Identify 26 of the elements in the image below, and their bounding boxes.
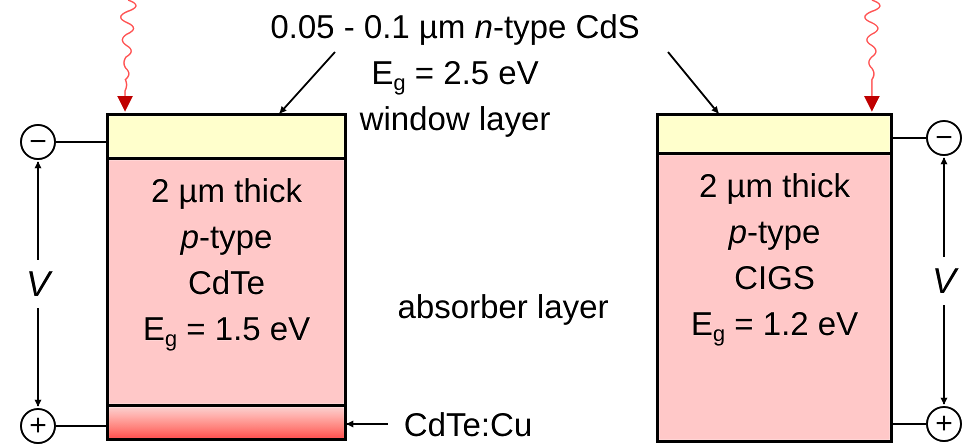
layer-text: p-type	[180, 217, 272, 257]
annotation-text: 0.05 - 0.1 µm n-type CdS	[270, 7, 640, 47]
wire	[56, 141, 106, 143]
region-label: absorber layer	[396, 287, 610, 327]
light-arrow	[117, 0, 137, 112]
absorber-layer	[106, 160, 347, 407]
arrow	[279, 51, 336, 114]
layer-text: 2 µm thick	[150, 171, 302, 211]
layer-text: 2 µm thick	[698, 166, 850, 206]
light-arrow	[864, 0, 881, 112]
callout-text: CdTe:Cu	[404, 405, 532, 445]
wire	[893, 137, 926, 139]
contact-layer	[106, 407, 347, 441]
window-layer	[106, 113, 347, 160]
arrow	[346, 420, 388, 428]
layer-text: CIGS	[734, 258, 815, 298]
wire	[56, 425, 106, 428]
layer-text: E$_{g}$ = 1.2 eV	[690, 304, 858, 347]
window-layer	[656, 113, 893, 155]
absorber-layer	[656, 155, 893, 443]
annotation-text: E$_{g}$ = 2.5 eV	[371, 53, 539, 96]
wire	[893, 423, 926, 425]
layer-text: p-type	[728, 212, 820, 252]
layer-text: E$_{g}$ = 1.5 eV	[142, 309, 310, 352]
arrow	[667, 51, 719, 114]
layer-text: CdTe	[188, 263, 266, 303]
